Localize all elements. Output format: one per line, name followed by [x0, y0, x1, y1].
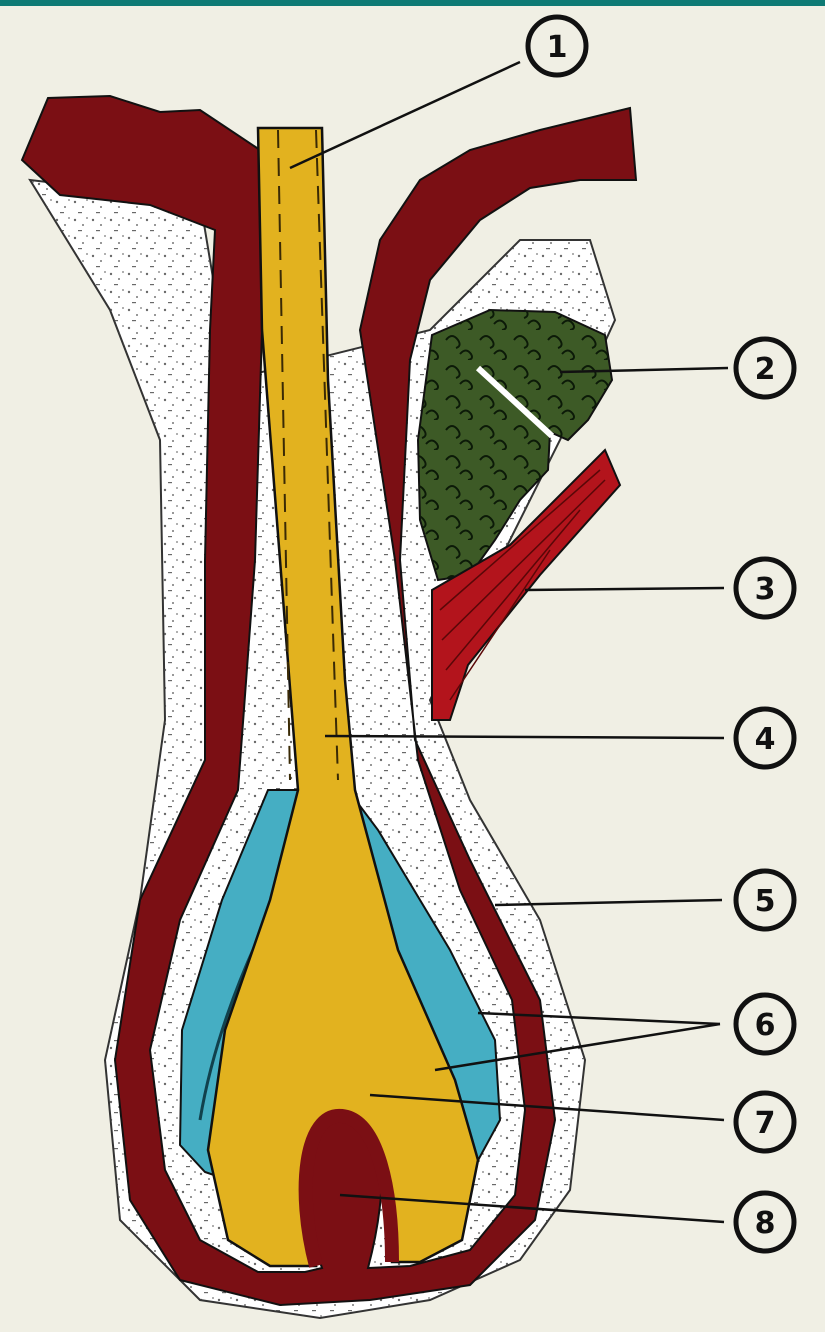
callout-7: 7 [736, 1093, 794, 1151]
callout-8: 8 [736, 1193, 794, 1251]
callout-6: 6 [736, 995, 794, 1053]
leader-line-3 [525, 588, 724, 590]
callout-7-number: 7 [755, 1106, 776, 1141]
callout-4: 4 [736, 709, 794, 767]
callout-1: 1 [528, 17, 586, 75]
callout-6-number: 6 [755, 1008, 776, 1043]
callout-5-number: 5 [755, 884, 776, 919]
callout-4-number: 4 [755, 722, 776, 757]
callout-3-number: 3 [755, 572, 776, 607]
callout-3: 3 [736, 559, 794, 617]
callout-5: 5 [736, 871, 794, 929]
callout-2: 2 [736, 339, 794, 397]
callout-1-number: 1 [547, 30, 568, 65]
callout-2-number: 2 [755, 352, 776, 387]
callout-8-number: 8 [755, 1206, 776, 1241]
